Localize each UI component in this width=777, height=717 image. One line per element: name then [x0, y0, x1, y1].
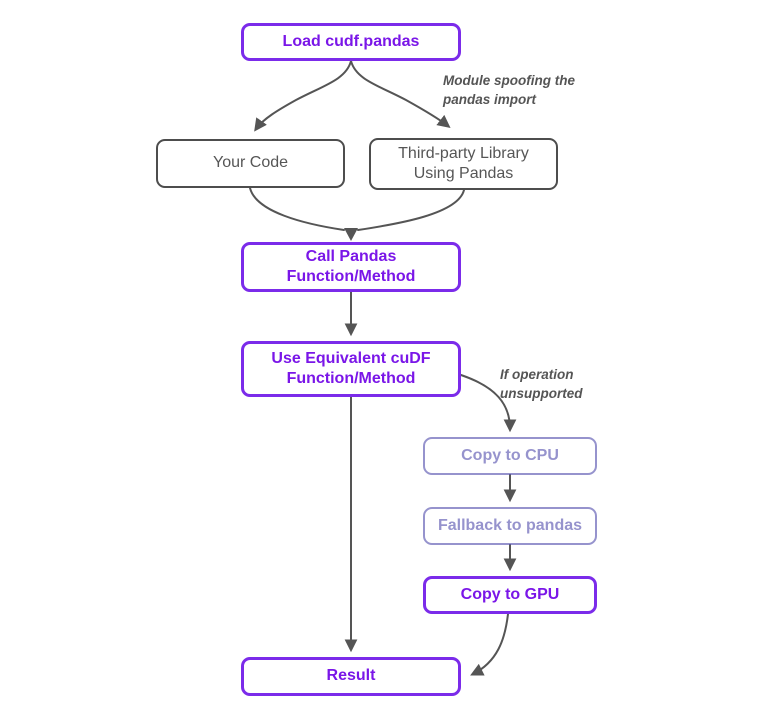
node-label: Result — [326, 667, 376, 685]
node-label: Call Pandas — [305, 247, 397, 265]
node-third-party-library: Third-party Library Using Pandas — [369, 138, 558, 190]
node-label: Load cudf.pandas — [282, 32, 420, 50]
arrow-copy-gpu-to-result — [470, 613, 509, 676]
node-label: Third-party Library — [398, 144, 529, 162]
arrow-your-code-to-call-pandas — [249, 187, 345, 231]
arrow-load-to-your-code — [254, 60, 352, 132]
node-label: Function/Method — [286, 268, 416, 285]
node-label: Copy to GPU — [460, 585, 560, 603]
node-label: Using Pandas — [413, 165, 514, 182]
node-your-code: Your Code — [156, 139, 345, 188]
annotation-module-spoofing: Module spoofing the pandas import — [443, 72, 575, 110]
node-copy-to-cpu: Copy to CPU — [423, 437, 597, 475]
node-result: Result — [241, 657, 461, 696]
node-label: Fallback to pandas — [437, 516, 583, 534]
node-copy-to-gpu: Copy to GPU — [423, 576, 597, 614]
arrow-third-party-to-call-pandas — [357, 189, 465, 231]
arrow-load-to-third-party — [350, 60, 451, 128]
annotation-line: Module spoofing the — [443, 73, 575, 88]
node-use-equivalent-cudf: Use Equivalent cuDF Function/Method — [241, 341, 461, 397]
node-label: Your Code — [212, 154, 289, 172]
annotation-line: unsupported — [500, 385, 583, 401]
node-fallback-to-pandas: Fallback to pandas — [423, 507, 597, 545]
merge-arrowhead — [344, 228, 358, 241]
node-load-cudf-pandas: Load cudf.pandas — [241, 23, 461, 61]
node-call-pandas: Call Pandas Function/Method — [241, 242, 461, 292]
annotation-if-unsupported: If operation unsupported — [500, 366, 583, 404]
node-label: Copy to CPU — [461, 446, 559, 464]
node-label: Function/Method — [286, 370, 416, 387]
annotation-line: If operation — [500, 367, 574, 382]
node-label: Use Equivalent cuDF — [271, 349, 431, 367]
annotation-line: pandas import — [443, 91, 537, 107]
